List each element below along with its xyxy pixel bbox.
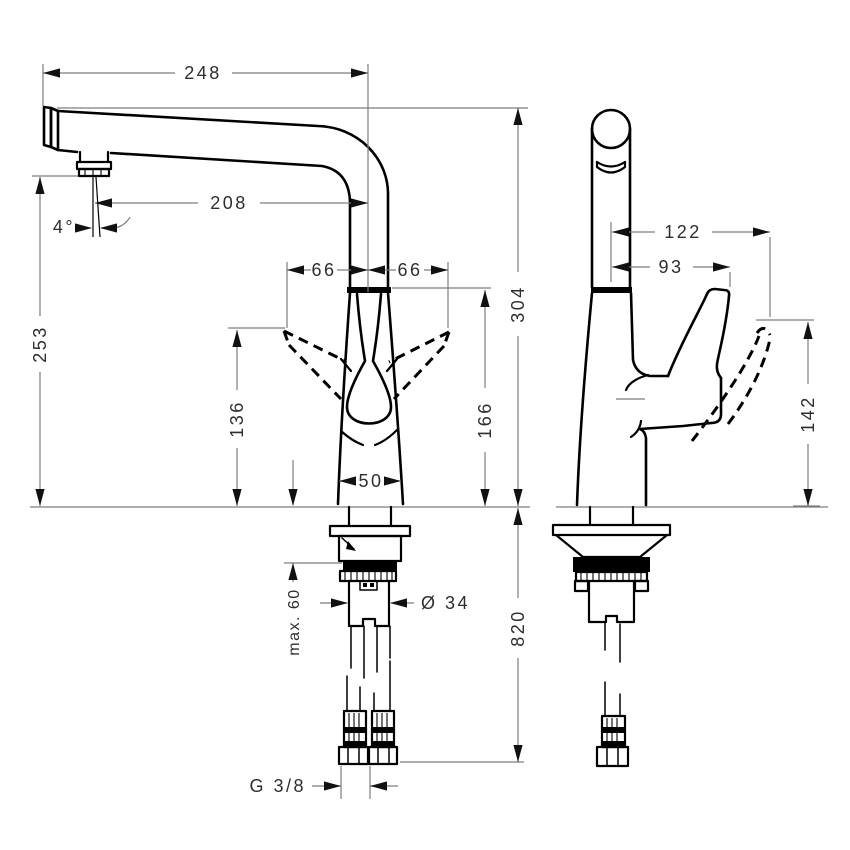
dim-thread: G 3/8 (249, 766, 398, 799)
dim-handle-reach: 93 (612, 257, 731, 287)
gasket (343, 561, 397, 571)
dim-outlet-angle: 4° (53, 216, 131, 237)
base-flange (551, 523, 672, 537)
dim-label-253: 253 (30, 325, 50, 363)
dim-handle-swing: 66 66 (286, 260, 449, 328)
datum-lines (30, 107, 828, 508)
water-stream-lines (92, 176, 101, 238)
dimension-annotations: 248 208 4° 253 (30, 63, 820, 799)
base-stem (588, 505, 635, 527)
motion-arc-upper (624, 373, 650, 392)
motion-arc-lower (629, 419, 643, 439)
mounting-clip (359, 580, 378, 591)
dim-handle-height-side: 142 (756, 319, 820, 507)
dim-total-height: 304 (508, 108, 528, 506)
dim-handle-reach-open: 122 (610, 222, 771, 317)
body-outline (336, 287, 405, 506)
dim-label-820: 820 (508, 609, 528, 647)
dim-label-angle: 4° (53, 217, 75, 237)
front-view (42, 105, 451, 766)
dim-label-d34: Ø 34 (421, 593, 470, 613)
hex-nut (367, 745, 399, 766)
aerator (75, 150, 113, 178)
dim-label-142: 142 (798, 395, 818, 433)
dim-label-304: 304 (508, 285, 528, 323)
mounting-ear-right (633, 579, 650, 593)
handle-notch-right (385, 357, 399, 373)
hex-nut (337, 745, 370, 766)
dim-handle-tip-height: 136 (227, 327, 285, 506)
handle-notch-left (339, 357, 353, 373)
handle-dashed-side (690, 327, 772, 442)
hose-connector-right (367, 709, 399, 766)
base-arc-right (373, 428, 399, 447)
handle-swing-dashed-left (282, 329, 346, 401)
dim-label-136: 136 (227, 400, 247, 438)
dim-label-248: 248 (184, 63, 222, 83)
dim-hose-length: 820 (400, 508, 528, 763)
dim-label-g38: G 3/8 (249, 776, 306, 796)
dim-label-66-right: 66 (397, 260, 422, 280)
dim-outlet-height: 253 (30, 177, 50, 506)
mounting-ear-left (573, 579, 590, 593)
dim-counter-thickness: max. 60 (284, 460, 342, 656)
dim-label-208: 208 (210, 193, 248, 213)
supply-hoses-front (346, 625, 391, 712)
teardrop-cutout (345, 292, 393, 425)
joint-band (591, 287, 632, 293)
supply-hose-side (595, 621, 630, 768)
hose-connector-left (337, 709, 370, 766)
dim-hole-diameter: Ø 34 (320, 593, 470, 613)
mounting-base-front (328, 505, 412, 628)
base-flange (328, 524, 412, 538)
spout-cap-circle (590, 108, 632, 150)
dim-label-93: 93 (658, 257, 683, 277)
dim-label-max-60: max. 60 (286, 588, 303, 655)
joint-band (347, 287, 391, 293)
threaded-shank (347, 579, 391, 628)
dim-label-66-left: 66 (311, 260, 336, 280)
threaded-shank (587, 579, 636, 624)
side-view (551, 108, 772, 768)
thread-ring (338, 569, 398, 583)
hex-nut (595, 745, 630, 768)
body-side (575, 287, 670, 507)
dim-outlet-reach: 208 (95, 193, 368, 213)
dim-label-166: 166 (475, 401, 495, 439)
mounting-base-side (551, 505, 672, 624)
dim-label-50: 50 (358, 471, 383, 491)
dim-body-height: 166 (392, 287, 495, 506)
handle-swing-dashed-right (388, 330, 451, 401)
base-stem (347, 505, 393, 528)
dim-label-122: 122 (664, 222, 702, 242)
spout-head-side (590, 108, 632, 289)
base-arc-left (339, 429, 365, 447)
dim-base-width: 50 (339, 471, 401, 491)
handle-solid-side (638, 287, 731, 431)
dim-overall-reach: 248 (42, 63, 369, 292)
flange-skirt (554, 533, 669, 559)
gasket (573, 557, 650, 572)
clamp-screw-head (346, 541, 356, 551)
